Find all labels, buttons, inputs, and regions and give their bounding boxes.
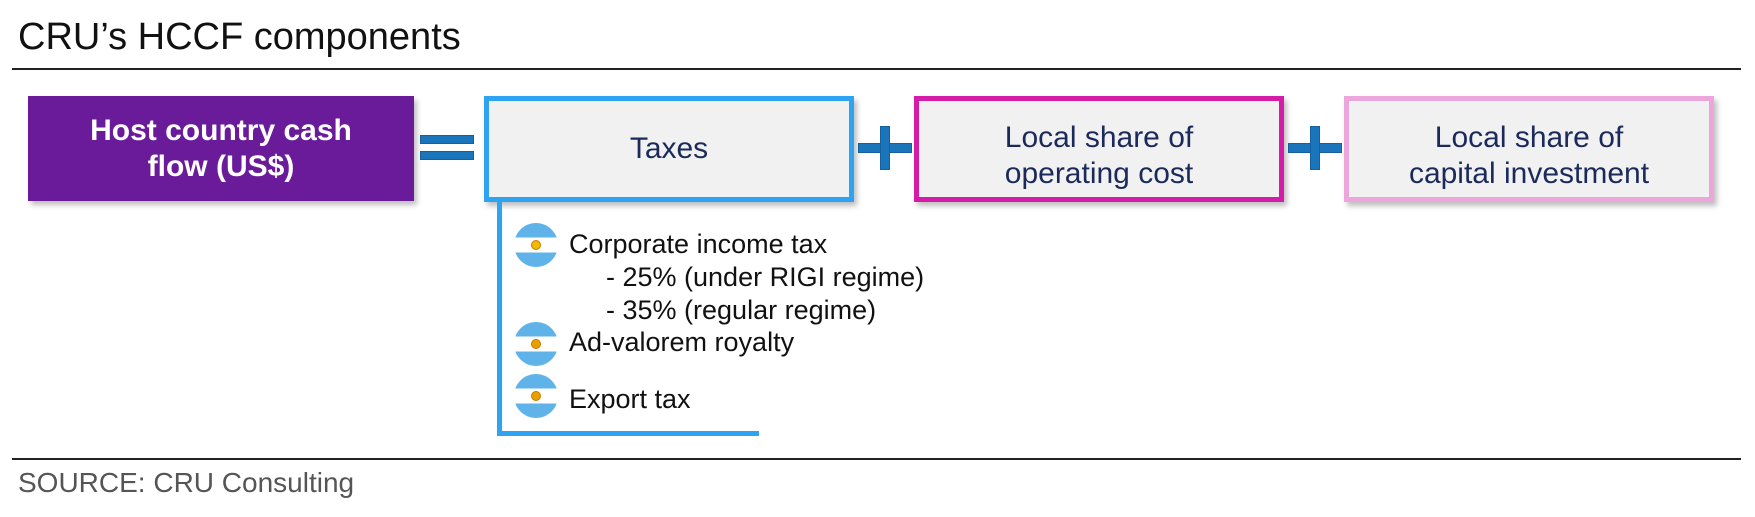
argentina-flag-icon [514,374,558,418]
capex-box-line-2: capital investment [1408,157,1650,190]
taxes-box-label: Taxes [629,132,709,165]
page-title: CRU’s HCCF components [18,16,461,58]
opcost-box-line-2: operating cost [1004,157,1194,190]
taxes-bracket-line [497,202,502,435]
local-share-operating-cost-box: Local share of operating cost [914,96,1284,202]
taxes-box: Taxes [484,96,854,202]
tax-item-corporate-income-tax: Corporate income tax [569,229,828,259]
taxes-bracket-line [497,431,759,436]
tax-item-ad-valorem-royalty: Ad-valorem royalty [569,327,795,357]
opcost-box-line-1: Local share of [1004,121,1194,154]
host-box-line-2: flow (US$) [147,149,295,183]
title-divider [12,68,1741,70]
plus-operator-icon [1288,124,1342,172]
host-country-cash-flow-box: Host country cash flow (US$) [28,96,414,201]
tax-detail-regular: - 35% (regular regime) [606,295,877,325]
equals-operator-icon [420,133,474,163]
source-divider [12,458,1741,460]
source-note: SOURCE: CRU Consulting [18,467,355,498]
local-share-capital-investment-box: Local share of capital investment [1344,96,1714,202]
tax-item-export-tax: Export tax [569,384,691,414]
host-box-line-1: Host country cash [90,113,352,147]
capex-box-line-1: Local share of [1434,121,1624,154]
plus-operator-icon [858,124,912,172]
argentina-flag-icon [514,223,558,267]
argentina-flag-icon [514,322,558,366]
tax-detail-rigi: - 25% (under RIGI regime) [606,262,925,292]
